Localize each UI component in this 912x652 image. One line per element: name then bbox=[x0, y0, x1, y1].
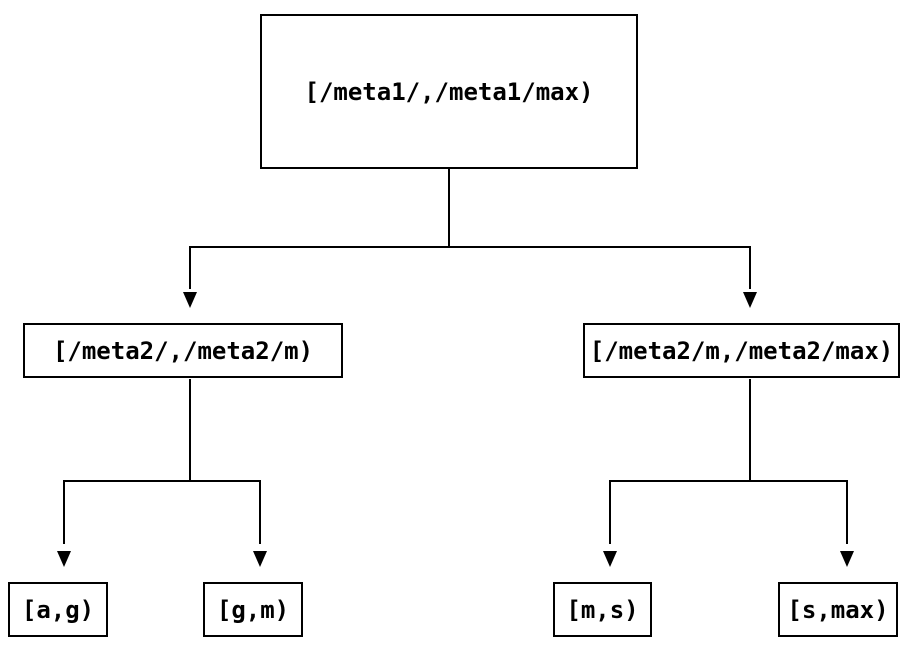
node-root-range: [/meta1/,/meta1/max) bbox=[260, 14, 638, 169]
node-leaf-g-m: [g,m) bbox=[203, 582, 303, 637]
arrowhead-to-leaf-ag bbox=[57, 551, 71, 567]
node-leaf-s-max: [s,max) bbox=[778, 582, 898, 637]
arrowhead-to-mid-right bbox=[743, 292, 757, 308]
arrowhead-to-leaf-smax bbox=[840, 551, 854, 567]
node-meta2-lower-range: [/meta2/,/meta2/m) bbox=[23, 323, 343, 378]
node-leaf-a-g: [a,g) bbox=[8, 582, 108, 637]
arrowhead-to-leaf-ms bbox=[603, 551, 617, 567]
node-meta2-upper-range: [/meta2/m,/meta2/max) bbox=[583, 323, 900, 378]
arrowhead-to-mid-left bbox=[183, 292, 197, 308]
node-leaf-m-s: [m,s) bbox=[553, 582, 652, 637]
arrowhead-to-leaf-gm bbox=[253, 551, 267, 567]
